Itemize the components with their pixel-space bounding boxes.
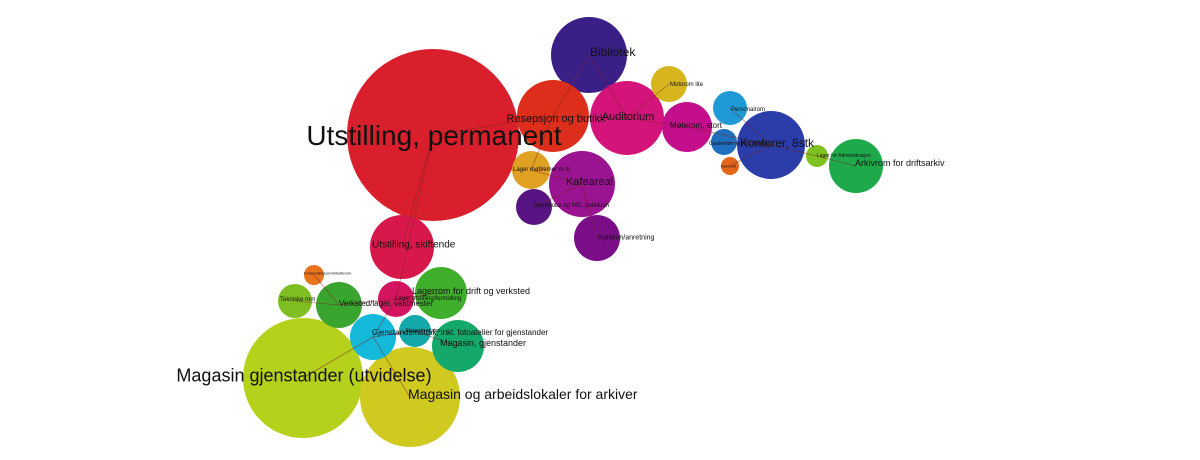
label-renhold: Renhold xyxy=(721,163,736,168)
label-garderobe-ansatte: Garderobe og WC, ansatte xyxy=(709,141,769,147)
link-utstilling-permanent-lager-utstilling xyxy=(395,134,434,300)
connection-lines xyxy=(294,54,857,398)
label-auditorium: Auditorium xyxy=(602,111,655,123)
label-lagerrom-drift: Lagerrom for drift og verksted xyxy=(412,286,530,296)
label-resepsjon: Resepsjon og butikk xyxy=(506,113,606,125)
link-lager-utstilling-gjenstandsmottak xyxy=(372,298,397,338)
link-kontorer-lager-adm xyxy=(770,144,818,157)
label-utstilling-skiftende: Utstilling, skiftende xyxy=(372,240,456,251)
label-magasin-gjenstander: Magasin, gjenstander xyxy=(440,338,526,348)
label-lager-kafe: Lager møblemer m.m. xyxy=(513,167,572,173)
label-kjokken: Kjøkken/anretning xyxy=(598,234,655,241)
link-magasin-ekstra-magasin-gjenstander xyxy=(414,330,459,347)
link-lager-adm-arkivrom xyxy=(816,155,857,167)
link-kontorer-renhold xyxy=(729,144,772,167)
link-resepsjon-auditorium xyxy=(552,115,628,119)
label-bibliotek: Bibliotek xyxy=(590,45,636,59)
label-kontorer: Kontorer, 8stk xyxy=(740,136,815,150)
label-magasin-utvidelse: Magasin gjenstander (utvidelse) xyxy=(176,365,431,385)
label-magasin-ekstra: Magasin ekstra xyxy=(406,328,440,334)
label-gjenstandsmottak: Gjenstandsmottak, inkl. fotoatelier for … xyxy=(372,328,548,337)
link-kafeareal-garderobe-publikum xyxy=(533,183,583,208)
link-lager-kafe-kafeareal xyxy=(530,169,583,185)
label-utstilling-permanent: Utstilling, permanent xyxy=(306,120,561,151)
link-kafeareal-kjokken xyxy=(581,183,598,239)
link-resepsjon-lager-kafe xyxy=(530,115,554,171)
link-lager-utstilling-verksted xyxy=(338,298,397,306)
label-arkivrom: Arkivrom for driftsarkiv xyxy=(855,158,945,168)
link-auditorium-motorom xyxy=(626,83,670,119)
label-mote-stort: Møterom, stort xyxy=(670,121,723,130)
link-kontorer-garderobe-ansatte xyxy=(723,141,772,146)
link-bibliotek-resepsjon xyxy=(552,54,590,117)
link-utstilling-permanent-resepsjon xyxy=(432,115,554,136)
label-forsendelse: Forsendelsesrom/hellerom xyxy=(304,270,352,275)
label-lager-adm: Lager for Administrasjon xyxy=(817,153,871,159)
label-kafeareal: Kafeareal xyxy=(566,176,613,188)
label-personalrom: Personalrom xyxy=(731,107,765,113)
link-gjenstandsmottak-magasin-arkiver xyxy=(372,336,411,398)
link-kontorer-personalrom xyxy=(729,107,772,146)
link-auditorium-mote-stort xyxy=(626,117,688,128)
link-gjenstandsmottak-magasin-ekstra xyxy=(372,330,416,338)
label-tekniske-rom: Tekniske rom xyxy=(280,297,315,303)
label-verksted: Verksted/lager, vaktmester xyxy=(339,299,434,308)
link-mote-stort-kontorer xyxy=(686,126,772,146)
label-magasin-arkiver: Magasin og arbeidslokaler for arkiver xyxy=(408,386,638,402)
link-lager-utstilling-lagerrom-drift xyxy=(395,292,442,300)
label-lager-utstilling: Lager utstilling/formidling xyxy=(395,296,461,302)
label-garderobe-publikum: Garderobe og WC, publikum xyxy=(533,203,609,209)
link-utstilling-permanent-utstilling-skiftende xyxy=(401,134,434,248)
link-verksted-forsendelse xyxy=(313,274,340,306)
link-verksted-tekniske-rom xyxy=(294,300,340,306)
label-motorom: Motorom lite xyxy=(670,82,704,88)
link-bibliotek-auditorium xyxy=(588,54,628,119)
link-gjenstandsmottak-magasin-utvidelse xyxy=(302,336,374,379)
